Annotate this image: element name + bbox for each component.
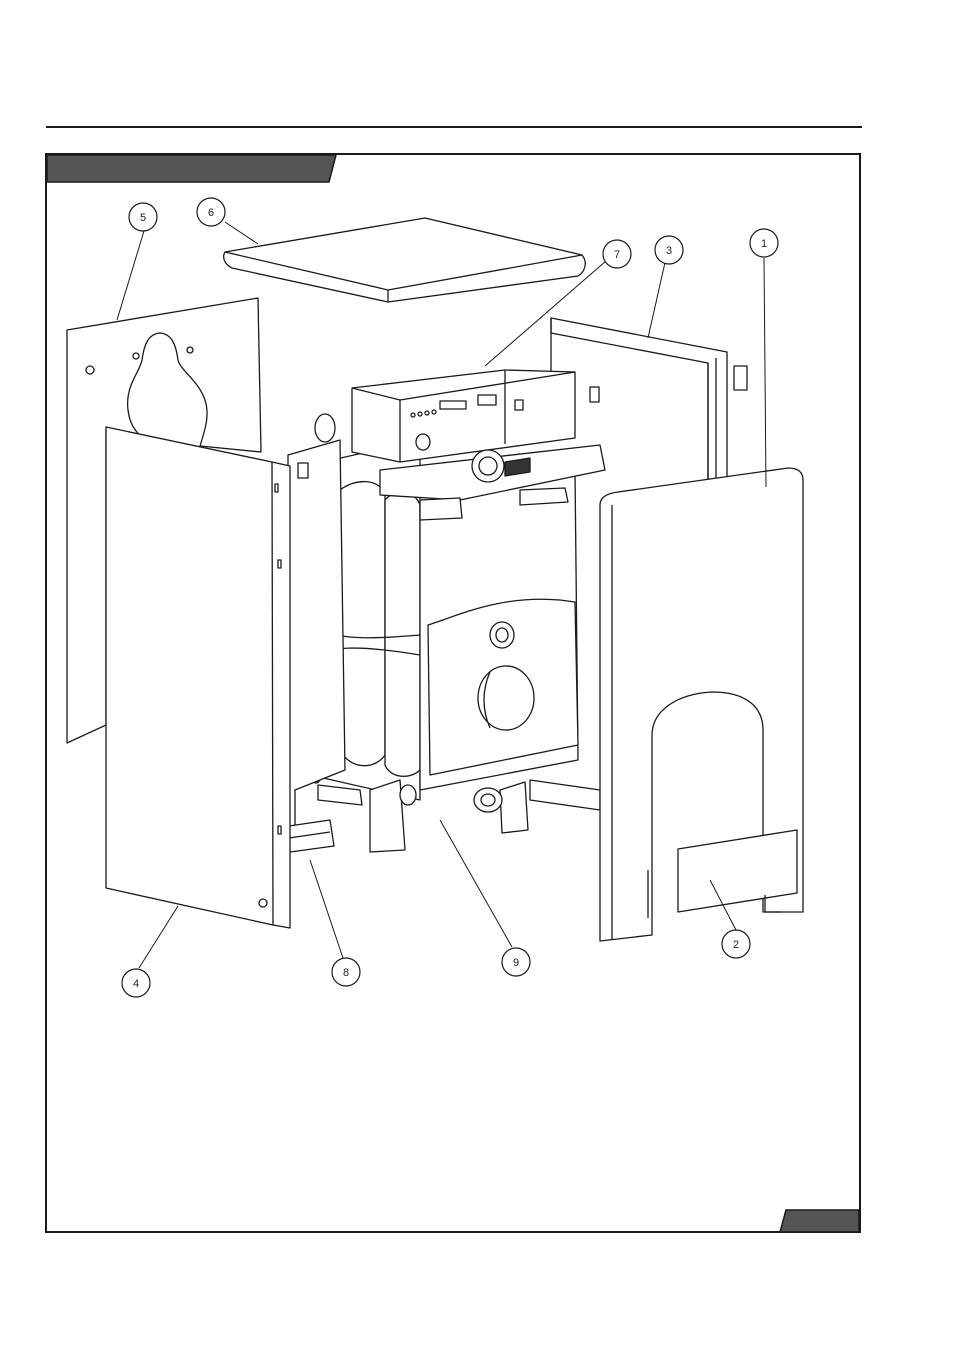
callout-number: 2 xyxy=(733,939,739,951)
control-panel xyxy=(352,370,575,462)
left-mounting-bracket xyxy=(288,414,345,830)
callout-number: 9 xyxy=(513,957,519,969)
callout-number: 4 xyxy=(133,978,139,990)
page-tab xyxy=(780,1210,859,1232)
callout-number: 6 xyxy=(208,207,214,219)
callout-number: 1 xyxy=(761,238,767,250)
top-cover-panel xyxy=(224,218,586,302)
left-side-panel xyxy=(106,427,290,928)
bottom-bracket xyxy=(289,820,334,852)
callout-number: 3 xyxy=(666,245,672,257)
callout-number: 7 xyxy=(614,249,620,261)
callout-number: 8 xyxy=(343,967,349,979)
callout-number: 5 xyxy=(140,212,146,224)
figure-title-tab xyxy=(47,155,336,182)
